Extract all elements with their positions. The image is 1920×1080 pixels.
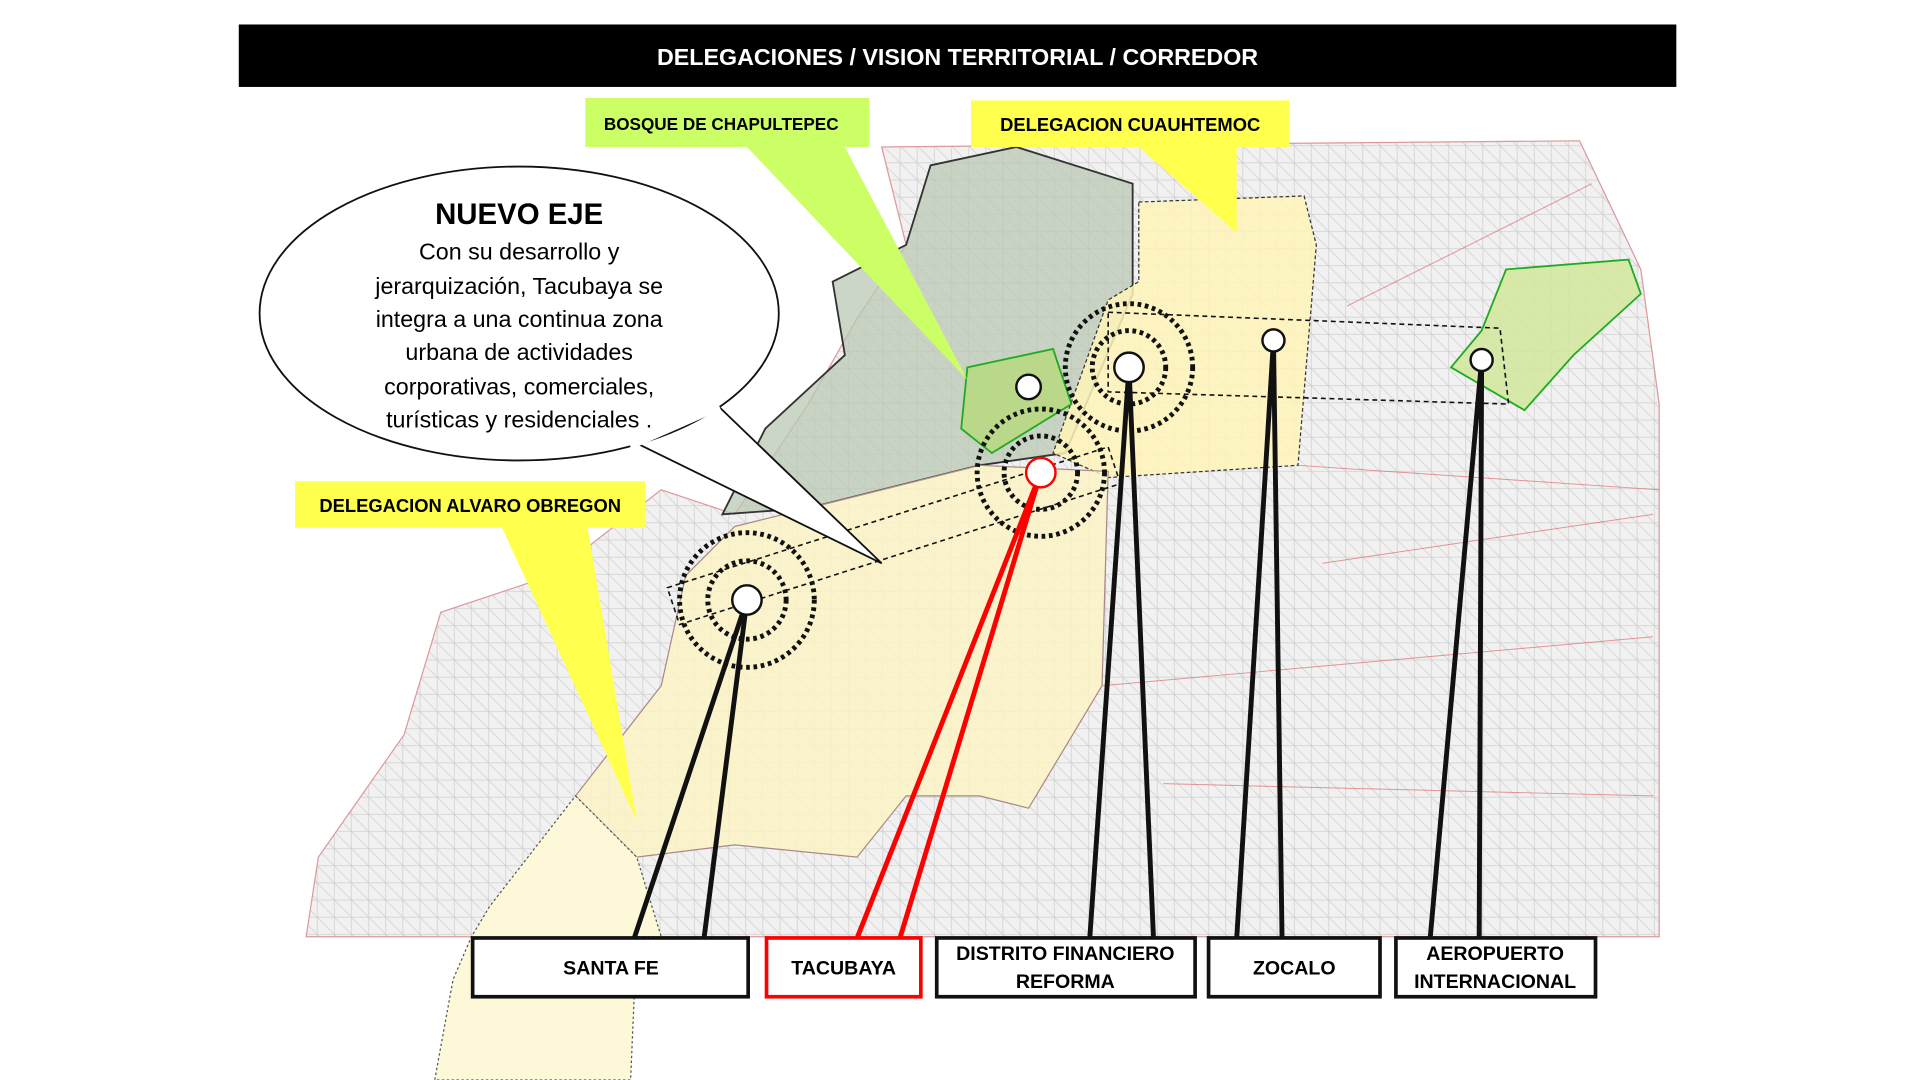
label-distrito-financiero: DISTRITO FINANCIERO REFORMA	[934, 936, 1197, 999]
callout-label: DELEGACION ALVARO OBREGON	[319, 495, 621, 516]
bubble-line: urbana de actividades	[405, 339, 633, 365]
label-text: INTERNACIONAL	[1414, 971, 1576, 993]
bubble-line: corporativas, comerciales,	[384, 373, 654, 399]
callout-label: DELEGACION CUAUHTEMOC	[1000, 114, 1260, 135]
label-text: DISTRITO FINANCIERO	[956, 943, 1174, 965]
page-title: DELEGACIONES / VISION TERRITORIAL / CORR…	[657, 44, 1258, 70]
label-aeropuerto: AEROPUERTO INTERNACIONAL	[1394, 936, 1598, 999]
influence-rings	[677, 301, 1196, 670]
bubble-line: jerarquización, Tacubaya se	[374, 273, 663, 299]
node-markers	[731, 328, 1494, 616]
bosque-chapultepec-area	[960, 347, 1073, 455]
marker-zocalo	[1261, 328, 1286, 353]
speech-bubble: NUEVO EJE Con su desarrollo y jerarquiza…	[258, 165, 883, 565]
title-bar: DELEGACIONES / VISION TERRITORIAL / CORR…	[238, 24, 1677, 87]
marker-tacubaya	[1024, 456, 1057, 489]
callout-label: BOSQUE DE CHAPULTEPEC	[604, 114, 839, 134]
label-text: ZOCALO	[1253, 958, 1336, 980]
bubble-line: Con su desarrollo y	[419, 239, 620, 265]
marker-aeropuerto	[1469, 347, 1494, 373]
bubble-heading: NUEVO EJE	[435, 198, 603, 231]
label-santa-fe: SANTA FE	[470, 936, 750, 999]
label-text: SANTA FE	[563, 958, 659, 980]
marker-reforma	[1113, 351, 1145, 384]
node-labels: SANTA FE TACUBAYA DISTRITO FINANCIERO RE…	[470, 936, 1598, 999]
label-text: TACUBAYA	[791, 958, 896, 980]
marker-santa-fe	[731, 584, 763, 616]
label-text: REFORMA	[1016, 971, 1115, 993]
bubble-line: integra a una continua zona	[376, 306, 663, 332]
airport-area	[1449, 258, 1642, 412]
label-zocalo: ZOCALO	[1206, 936, 1382, 999]
label-tacubaya: TACUBAYA	[764, 936, 923, 999]
label-text: AEROPUERTO	[1426, 943, 1564, 965]
marker-chapultepec	[1015, 373, 1043, 401]
region-alvaro-obregon	[574, 464, 1109, 858]
bubble-line: turísticas y residenciales .	[386, 406, 652, 432]
